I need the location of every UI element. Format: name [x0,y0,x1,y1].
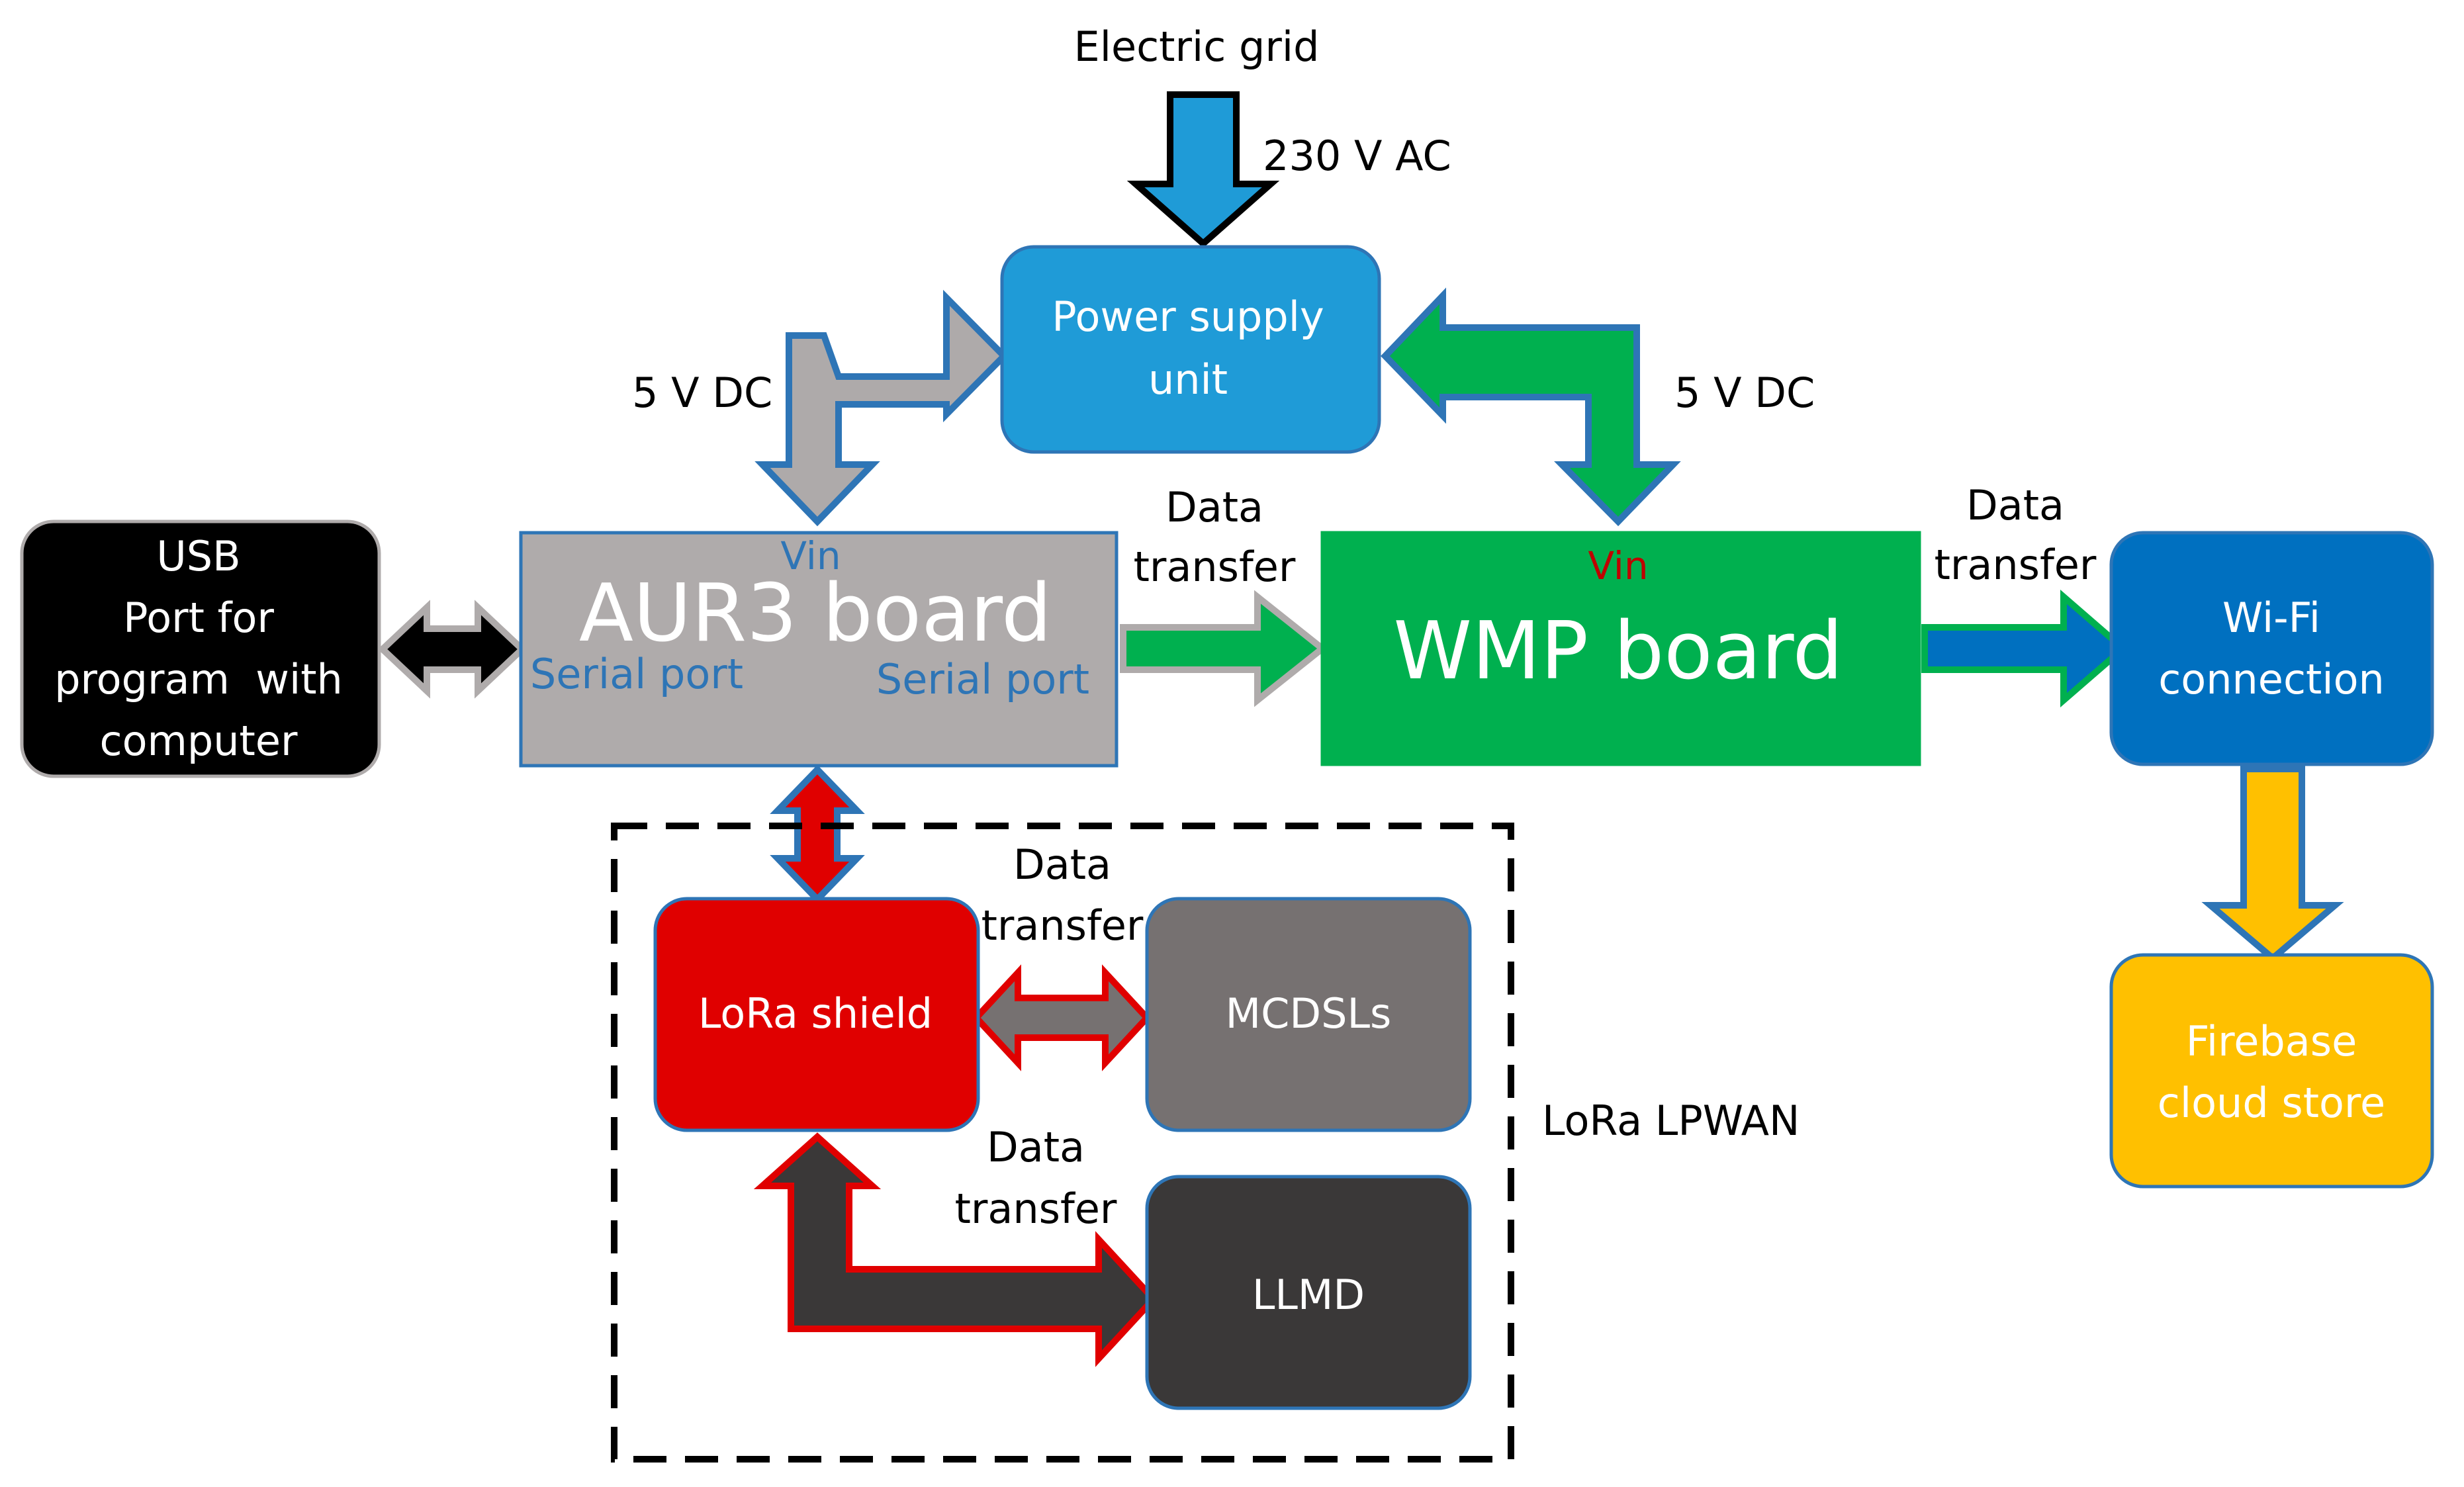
usb-label-line4: computer [99,717,298,765]
data-transfer-1-line2: transfer [1134,543,1296,591]
aur3-lora-arrow [770,764,865,905]
lora-mcdsls-arrow [972,964,1152,1071]
data-transfer-4-line1: Data [987,1123,1085,1171]
aur3-serial-right: Serial port [876,655,1089,703]
aur3-title: AUR3 board [579,568,1052,660]
mcdsls-block [1145,897,1472,1132]
aur3-wmp-data-arrow [1120,590,1328,707]
data-transfer-1-line1: Data [1165,483,1263,531]
usb-port-block [20,519,381,778]
data-transfer-4-line2: transfer [955,1185,1117,1233]
power-supply-block [1000,245,1381,454]
usb-aur3-arrow [377,600,527,699]
power-supply-label-line2: unit [1148,355,1228,404]
power-supply-label-line1: Power supply [1052,293,1324,341]
usb-label-line1: USB [156,532,240,580]
data-transfer-3-line1: Data [1013,840,1111,889]
wmp-vin-label: Vin [1588,543,1648,588]
electric-grid-label: Electric grid [1074,23,1320,71]
lora-lpwan-label: LoRa LPWAN [1542,1097,1800,1145]
aur3-serial-left: Serial port [530,650,743,698]
wifi-firebase-arrow [2201,766,2344,963]
llmd-block [1145,1175,1472,1410]
data-transfer-3-line2: transfer [981,901,1144,950]
lora-lpwan-group [611,823,1514,1463]
lora-shield-block [653,897,980,1132]
mcdsls-label: MCDSLs [1226,989,1392,1038]
wifi-label-line1: Wi-Fi [2222,594,2320,642]
dc-left-label: 5 V DC [632,369,772,417]
wifi-connection-block [2109,531,2434,766]
wifi-label-line2: connection [2158,655,2385,703]
wmp-title: WMP board [1393,606,1843,698]
firebase-block [2109,953,2434,1189]
usb-label-line3: program with [54,655,343,703]
lora-llmd-arrow [753,1132,1158,1367]
lora-shield-label: LoRa shield [698,989,933,1038]
llmd-label: LLMD [1252,1271,1365,1319]
power-aur3-arrow [754,289,1009,527]
firebase-label-line2: cloud store [2158,1079,2385,1127]
wmp-board-block [1320,531,1921,766]
firebase-label-line1: Firebase [2186,1017,2357,1065]
usb-label-line2: Port for [123,594,274,642]
power-wmp-arrow [1381,287,1681,527]
dc-right-label: 5 V DC [1674,369,1815,417]
data-transfer-2-line2: transfer [1935,541,2097,589]
data-transfer-2-line1: Data [1966,481,2064,529]
aur3-board-block [519,531,1118,768]
ac-voltage-label: 230 V AC [1263,132,1451,180]
wmp-wifi-data-arrow [1921,590,2128,707]
grid-input-arrow [1126,91,1280,248]
aur3-vin-label: Vin [780,533,841,578]
